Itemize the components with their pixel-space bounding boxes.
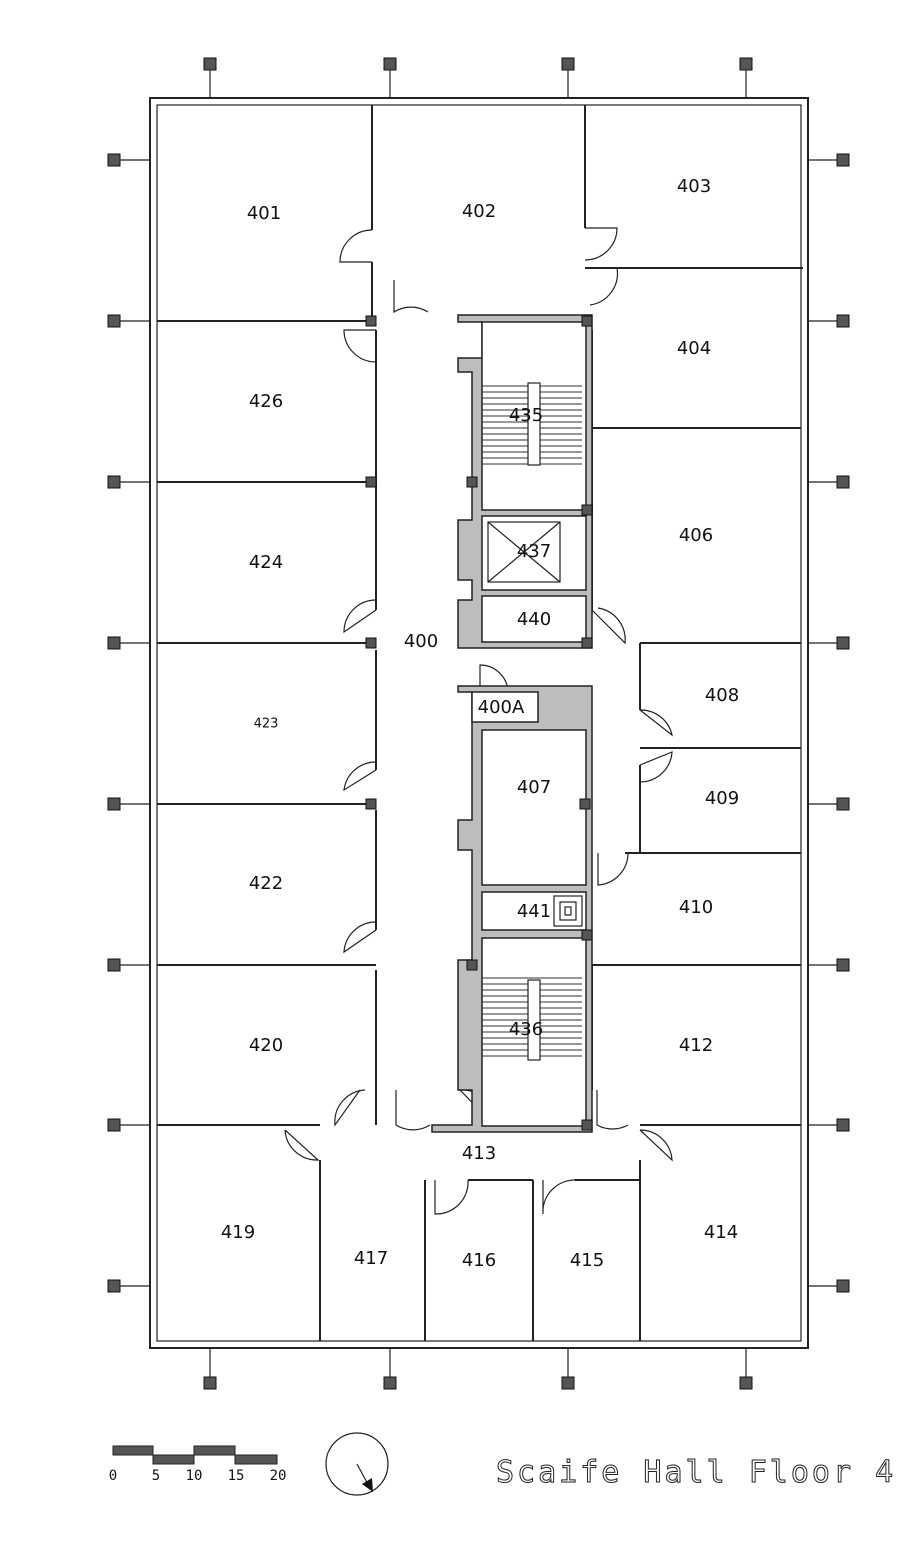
door-402 (393, 280, 429, 314)
door-422 (343, 921, 377, 954)
room-416-label: 416 (462, 1250, 496, 1271)
door-401 (339, 229, 373, 263)
room-407-label: 407 (517, 777, 551, 798)
room-407-box (481, 729, 587, 886)
door-410 (597, 852, 629, 886)
room-406-label: 406 (679, 525, 713, 546)
room-423-label: 423 (254, 717, 279, 732)
room-414-label: 414 (704, 1222, 738, 1243)
room-424-label: 424 (249, 552, 283, 573)
room-400A-label: 400A (478, 697, 525, 718)
shaft-icon (553, 895, 583, 927)
right-columns (808, 153, 850, 1293)
building-outline (149, 97, 809, 1349)
door-414 (639, 1129, 673, 1162)
elevator-437 (481, 515, 587, 591)
room-401-label: 401 (247, 203, 281, 224)
room-437-label: 437 (517, 541, 551, 562)
room-435-label: 435 (509, 405, 543, 426)
doors (284, 227, 673, 1215)
door-412 (596, 1090, 629, 1130)
building-core (431, 314, 593, 1133)
door-423 (343, 761, 377, 792)
room-labels: 401 402 403 404 406 408 409 410 412 413 … (221, 176, 739, 1271)
bottom-columns (203, 1348, 753, 1390)
room-417-label: 417 (354, 1248, 388, 1269)
stair-436 (482, 977, 582, 1061)
interior-walls (157, 105, 803, 1341)
room-409-label: 409 (705, 788, 739, 809)
room-440-box (481, 595, 587, 643)
room-400A-box (471, 691, 539, 723)
room-400-label: 400 (404, 631, 438, 652)
door-424 (343, 599, 377, 634)
room-422-label: 422 (249, 873, 283, 894)
room-403-label: 403 (677, 176, 711, 197)
door-409 (639, 751, 673, 783)
room-404-label: 404 (677, 338, 711, 359)
room-413-label: 413 (462, 1143, 496, 1164)
room-408-label: 408 (705, 685, 739, 706)
exterior-columns (107, 57, 850, 1390)
room-419-label: 419 (221, 1222, 255, 1243)
room-410-label: 410 (679, 897, 713, 918)
room-436-label: 436 (509, 1019, 543, 1040)
room-441-label: 441 (517, 901, 551, 922)
page-title: Scaife Hall Floor 4 (496, 1455, 896, 1490)
door-419 (284, 1129, 320, 1161)
door-415 (542, 1179, 576, 1215)
door-403 (584, 227, 618, 261)
door-404 (585, 267, 619, 306)
scale-tick-10: 10 (186, 1468, 203, 1484)
door-408 (639, 709, 673, 737)
door-436 (395, 1090, 431, 1131)
top-columns (203, 57, 753, 98)
door-416 (434, 1179, 469, 1215)
scale-tick-5: 5 (152, 1468, 160, 1484)
door-426 (343, 329, 377, 363)
room-415-label: 415 (570, 1250, 604, 1271)
left-columns (107, 153, 150, 1293)
scale-tick-15: 15 (228, 1468, 245, 1484)
room-440-label: 440 (517, 609, 551, 630)
room-412-label: 412 (679, 1035, 713, 1056)
scale-tick-20: 20 (270, 1468, 287, 1484)
elevator-cross (487, 521, 561, 583)
door-420 (334, 1089, 366, 1127)
scale-tick-0: 0 (109, 1468, 117, 1484)
stair-435 (482, 382, 582, 466)
north-arrow-icon (325, 1432, 389, 1496)
room-402-label: 402 (462, 201, 496, 222)
door-406 (591, 607, 626, 645)
interior-columns (365, 315, 593, 1131)
scale-bar: 0 5 10 15 20 (109, 1445, 287, 1484)
room-441-box (481, 891, 587, 931)
room-420-label: 420 (249, 1035, 283, 1056)
room-426-label: 426 (249, 391, 283, 412)
